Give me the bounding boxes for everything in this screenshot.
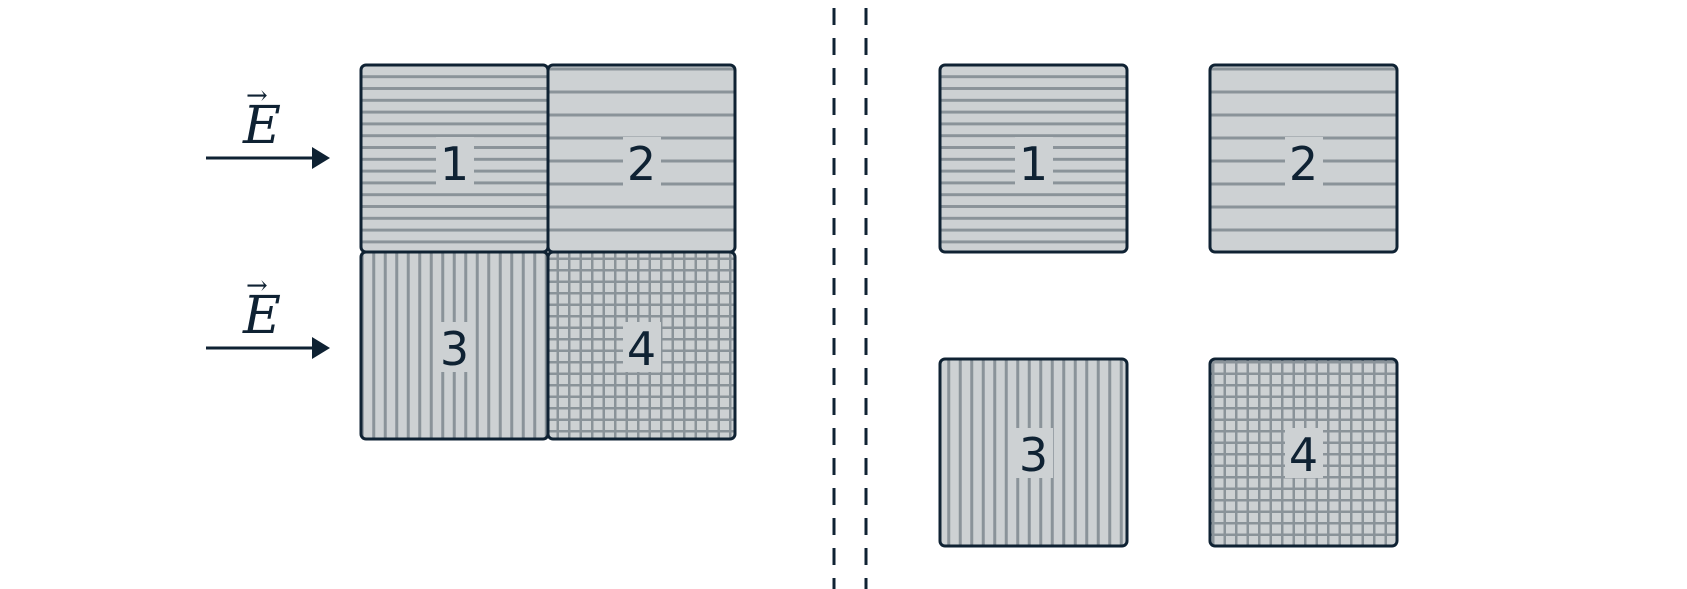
left-tile-4: 4: [546, 250, 737, 441]
right-tile-2: 2: [1208, 63, 1399, 254]
right-tile-4-outline: [1208, 357, 1399, 548]
right-tile-2-outline: [1208, 63, 1399, 254]
left-tile-2-label: 2: [627, 137, 656, 191]
right-tile-2-label-bg: [1285, 137, 1323, 187]
field-vector-label-bottom: E: [242, 286, 281, 346]
field-indicator-top: E →: [206, 81, 330, 169]
right-tile-1: 1: [938, 63, 1129, 254]
right-tile-3-label: 3: [1019, 428, 1048, 482]
left-tile-3: 3: [359, 250, 550, 441]
left-tile-4-outline: [546, 250, 737, 441]
right-panel: 1 2 3 4: [938, 63, 1399, 548]
left-tile-2: 2: [546, 63, 737, 254]
field-vector-arrow-top: →: [246, 81, 268, 111]
field-indicator-bottom: E →: [206, 271, 330, 359]
panel-separator: [832, 8, 868, 589]
left-panel: 1 2 3 4: [359, 63, 737, 441]
right-tile-4-label: 4: [1289, 428, 1318, 482]
right-tile-3-label-bg: [1015, 428, 1053, 478]
right-tile-4: 4: [1208, 357, 1399, 548]
left-tile-3-label-bg: [436, 322, 474, 372]
left-tile-1-label: 1: [440, 137, 469, 191]
left-tile-1: 1: [359, 63, 550, 254]
right-tile-3: 3: [938, 357, 1129, 548]
field-vector-label-top: E: [242, 96, 281, 156]
right-tile-2-label: 2: [1289, 137, 1318, 191]
left-tile-4-label: 4: [627, 322, 656, 376]
right-tile-1-label: 1: [1019, 137, 1048, 191]
left-tile-3-label: 3: [440, 322, 469, 376]
right-tile-1-label-bg: [1015, 137, 1053, 187]
left-tile-4-label-bg: [623, 322, 661, 372]
field-arrow-top-head: [312, 147, 330, 169]
right-tile-1-outline: [938, 63, 1129, 254]
right-tile-3-outline: [938, 357, 1129, 548]
left-tile-2-label-bg: [623, 137, 661, 187]
field-arrow-bottom-head: [312, 337, 330, 359]
left-tile-1-label-bg: [436, 137, 474, 187]
field-vector-arrow-bottom: →: [246, 271, 268, 301]
right-tile-4-label-bg: [1285, 428, 1323, 478]
